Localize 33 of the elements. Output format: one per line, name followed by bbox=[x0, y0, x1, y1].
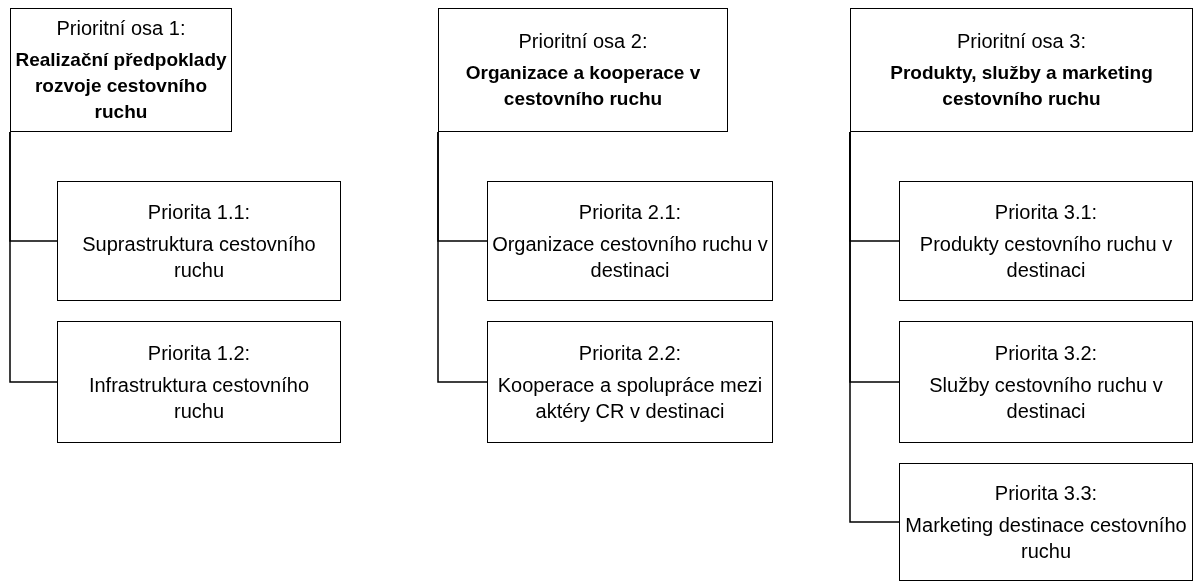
connector-line bbox=[437, 131, 488, 383]
box-text: Realizační předpoklady rozvoje cestovního ruchu bbox=[15, 48, 227, 124]
priority-box bbox=[487, 181, 773, 301]
box-heading: Priorita 1.1: bbox=[147, 200, 251, 225]
priority-box bbox=[899, 321, 1193, 443]
box-heading: Priorita 3.2: bbox=[994, 341, 1098, 366]
box-text: Služby cestovního ruchu v destinaci bbox=[928, 373, 1164, 424]
box-text: Marketing destinace cestovního ruchu bbox=[904, 513, 1188, 564]
box-heading: Priorita 3.1: bbox=[994, 200, 1098, 225]
box-heading: Prioritní osa 2: bbox=[518, 29, 648, 54]
box-text: Infrastruktura cestovního ruchu bbox=[87, 373, 311, 424]
priority-axis-box bbox=[10, 8, 232, 132]
priority-box bbox=[899, 463, 1193, 581]
box-text: Produkty, služby a marketing cestovního ruchu bbox=[889, 61, 1154, 111]
connector-line bbox=[849, 131, 900, 523]
priority-axis-box bbox=[438, 8, 728, 132]
box-heading: Priorita 1.2: bbox=[147, 341, 251, 366]
priority-box bbox=[57, 181, 341, 301]
box-heading: Priorita 2.1: bbox=[578, 200, 682, 225]
box-text: Suprastruktura cestovního ruchu bbox=[81, 232, 317, 283]
priority-box bbox=[57, 321, 341, 443]
connector-line bbox=[9, 131, 58, 383]
priority-box bbox=[487, 321, 773, 443]
box-text: Organizace a kooperace v cestovního ruchu bbox=[464, 61, 702, 111]
box-text: Kooperace a spolupráce mezi aktéry CR v destinaci bbox=[496, 373, 764, 424]
box-heading: Prioritní osa 3: bbox=[957, 29, 1086, 54]
box-text: Produkty cestovního ruchu v destinaci bbox=[918, 232, 1174, 283]
box-heading: Prioritní osa 1: bbox=[56, 16, 186, 41]
box-text: Organizace cestovního ruchu v destinaci bbox=[492, 232, 768, 283]
priority-box bbox=[899, 181, 1193, 301]
priority-axis-box bbox=[850, 8, 1193, 132]
box-heading: Priorita 3.3: bbox=[994, 481, 1098, 506]
box-heading: Priorita 2.2: bbox=[578, 341, 682, 366]
